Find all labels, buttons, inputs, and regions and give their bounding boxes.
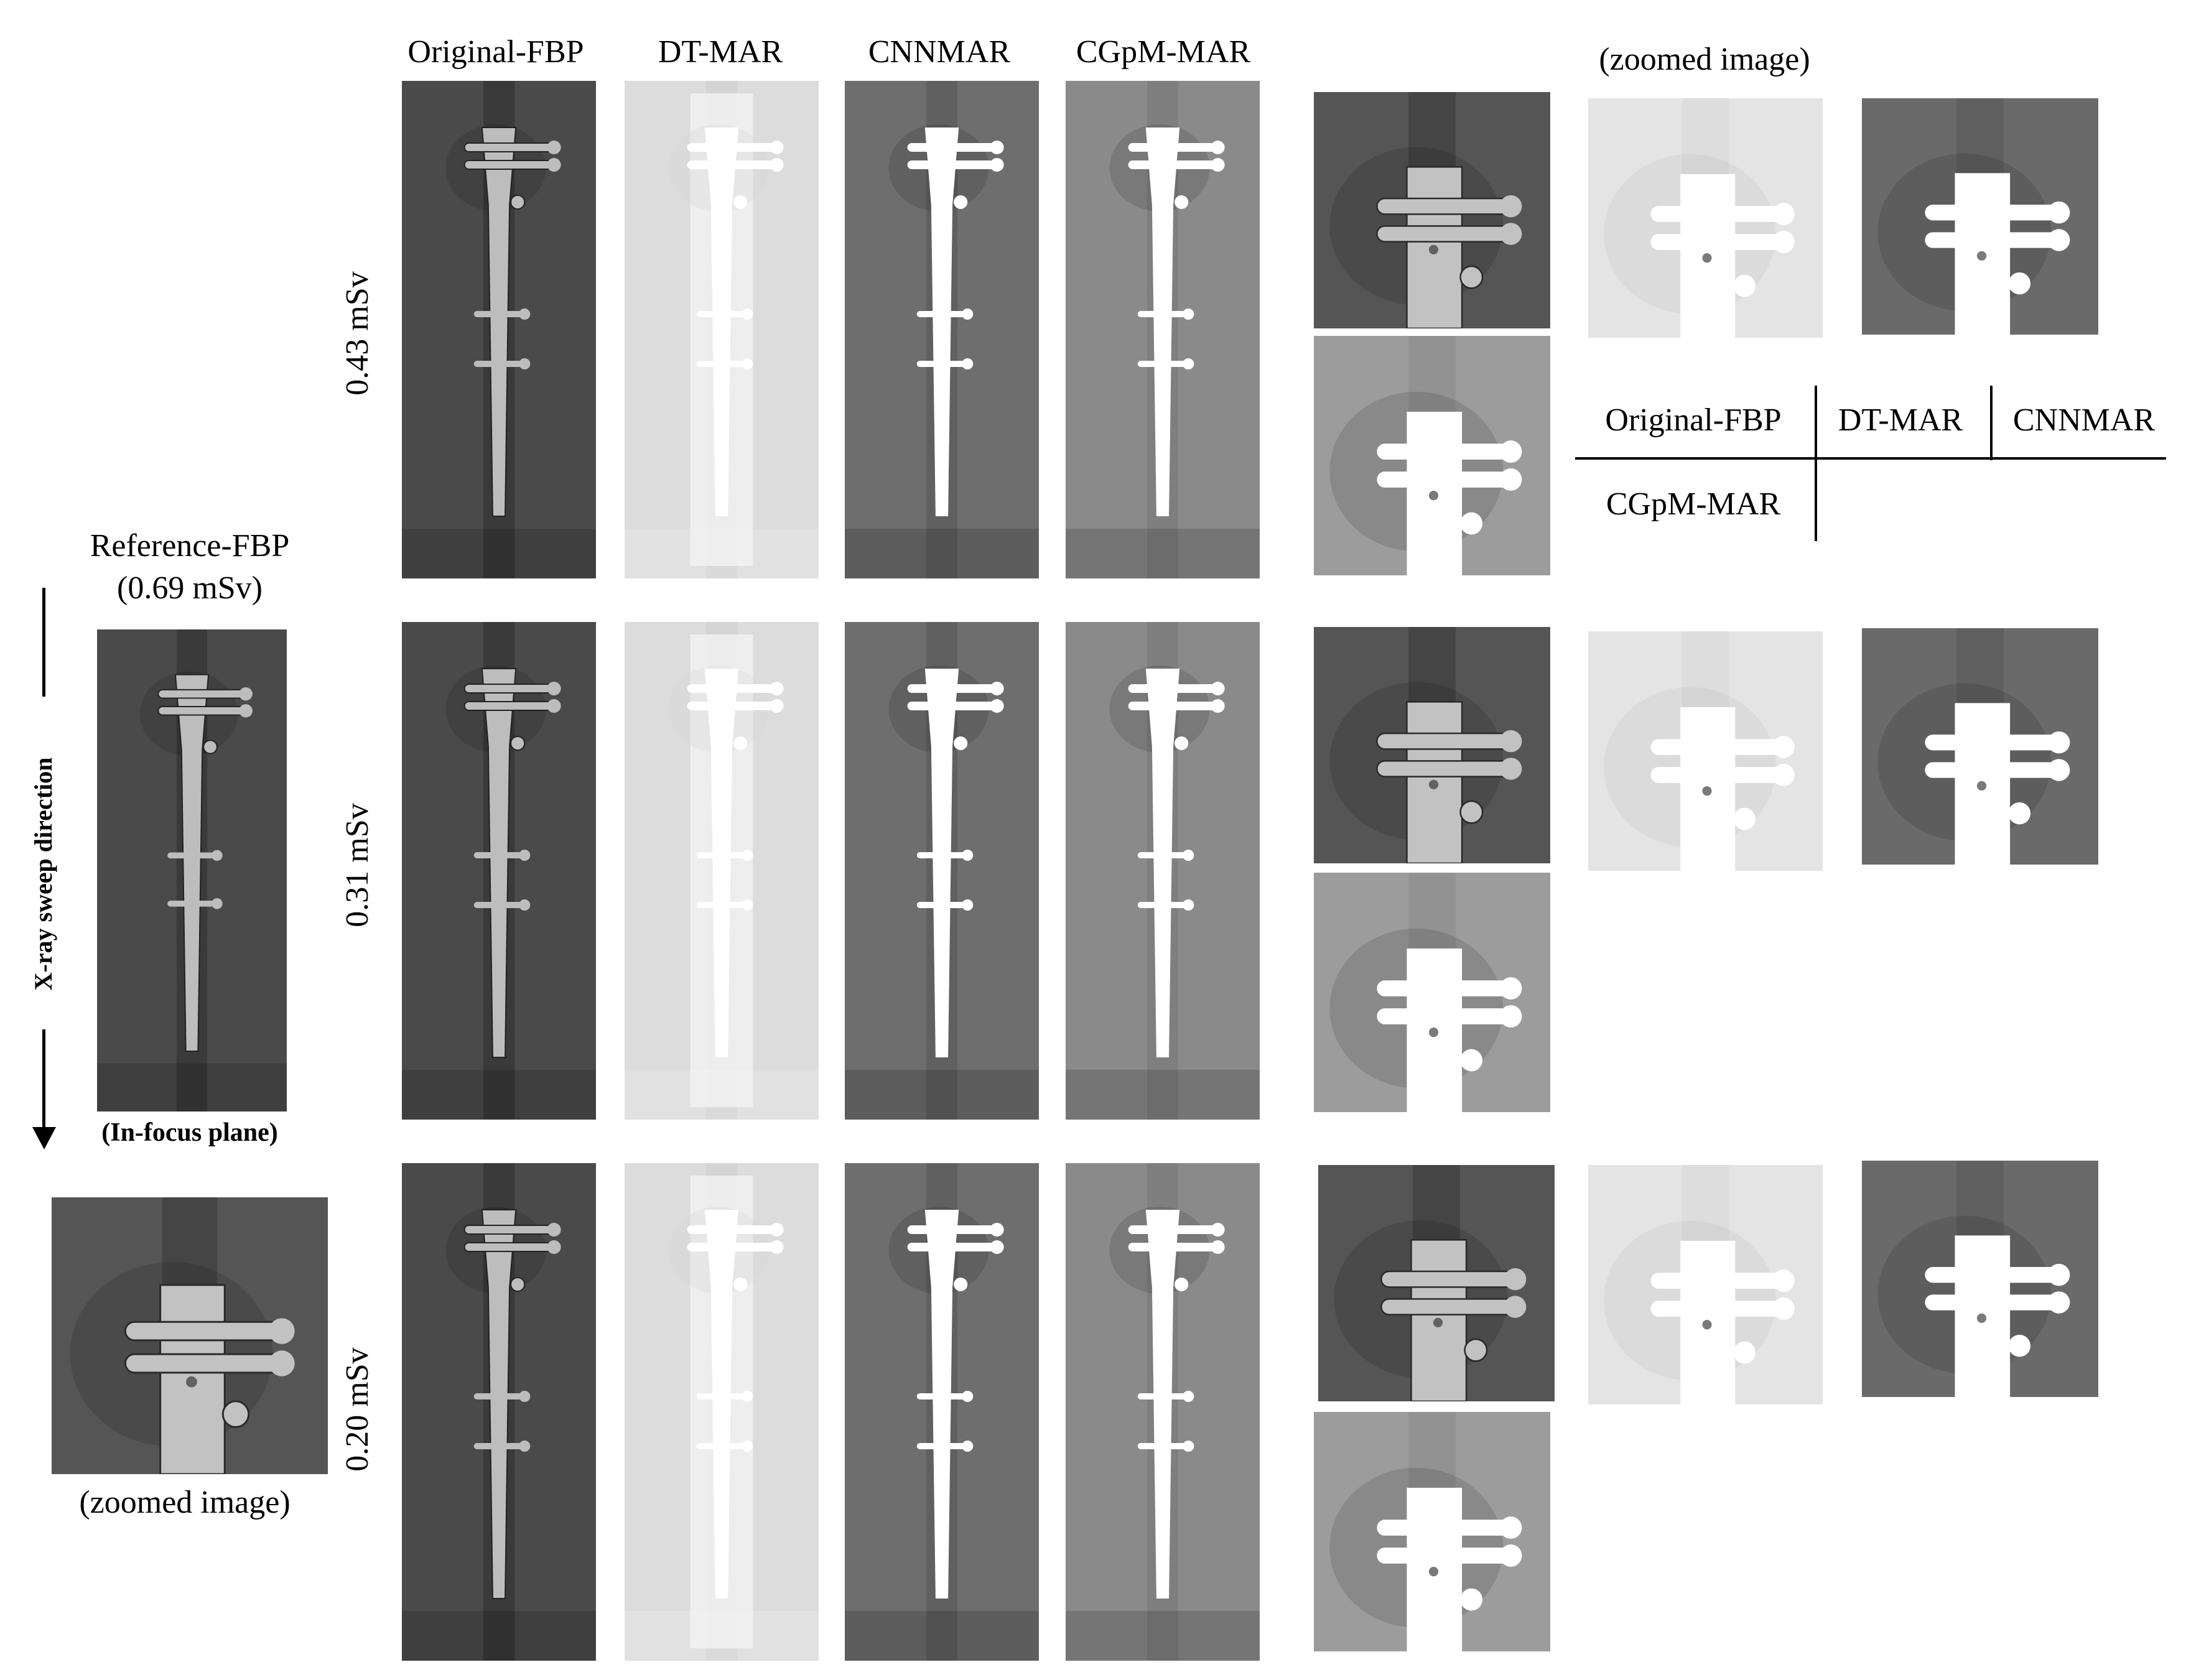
dt-mar-image-row3 [625, 1163, 819, 1661]
cgpm-mar-image-row1 [1066, 81, 1260, 578]
reference-dose: (0.69 mSv) [117, 570, 263, 606]
zoomed-dt-mar-row2 [1588, 631, 1823, 871]
original-fbp-image-row3 [402, 1163, 596, 1661]
in-focus-plane-label: (In-focus plane) [101, 1118, 278, 1147]
sweep-arrow-shaft-top [42, 588, 45, 697]
zoomed-dt-mar-row1 [1588, 98, 1823, 338]
dt-mar-image-row2 [625, 622, 819, 1120]
legend-vertical-rule-2 [1990, 386, 1993, 460]
legend-dt-mar: DT-MAR [1838, 402, 1963, 438]
zoomed-dt-mar-row3 [1588, 1165, 1823, 1404]
legend-horizontal-rule [1575, 457, 2166, 460]
zoomed-image-header: (zoomed image) [1599, 42, 1810, 77]
reference-zoomed-image [52, 1197, 328, 1474]
zoomed-original-fbp-row2 [1314, 627, 1550, 863]
cgpm-mar-image-row3 [1066, 1163, 1260, 1661]
col-header-original-fbp: Original-FBP [407, 34, 584, 70]
col-header-dt-mar: DT-MAR [658, 34, 783, 70]
original-fbp-image-row1 [402, 81, 596, 578]
reference-zoom-caption: (zoomed image) [79, 1485, 291, 1520]
zoomed-cnnmar-row3 [1862, 1161, 2098, 1397]
sweep-arrow-head [32, 1127, 56, 1149]
zoomed-cgpm-mar-row2 [1314, 873, 1550, 1112]
legend-vertical-rule-1 [1815, 386, 1817, 541]
reference-title: Reference-FBP [90, 528, 290, 564]
legend-original-fbp: Original-FBP [1605, 402, 1782, 438]
cnnmar-image-row3 [845, 1163, 1039, 1661]
zoomed-original-fbp-row3 [1318, 1165, 1555, 1401]
col-header-cnnmar: CNNMAR [868, 34, 1011, 70]
zoomed-cgpm-mar-row3 [1314, 1412, 1550, 1651]
cgpm-mar-image-row2 [1066, 622, 1260, 1120]
legend-cnnmar: CNNMAR [2012, 402, 2156, 438]
cnnmar-image-row1 [845, 81, 1039, 578]
legend-cgpm-mar: CGpM-MAR [1606, 486, 1781, 522]
sweep-direction-label: X-ray sweep direction [29, 757, 57, 991]
original-fbp-image-row2 [402, 622, 596, 1120]
sweep-arrow-shaft-bottom [42, 1029, 45, 1132]
dt-mar-image-row1 [625, 81, 819, 578]
dose-label-row3: 0.20 mSv [340, 1347, 375, 1472]
zoomed-cgpm-mar-row1 [1314, 336, 1550, 575]
dose-label-row2: 0.31 mSv [340, 803, 375, 927]
col-header-cgpm-mar: CGpM-MAR [1076, 34, 1251, 70]
cnnmar-image-row2 [845, 622, 1039, 1120]
zoomed-cnnmar-row1 [1862, 98, 2098, 335]
reference-fbp-image [97, 629, 287, 1111]
dose-label-row1: 0.43 mSv [340, 271, 375, 396]
zoomed-original-fbp-row1 [1314, 92, 1550, 328]
zoomed-cnnmar-row2 [1862, 628, 2098, 865]
